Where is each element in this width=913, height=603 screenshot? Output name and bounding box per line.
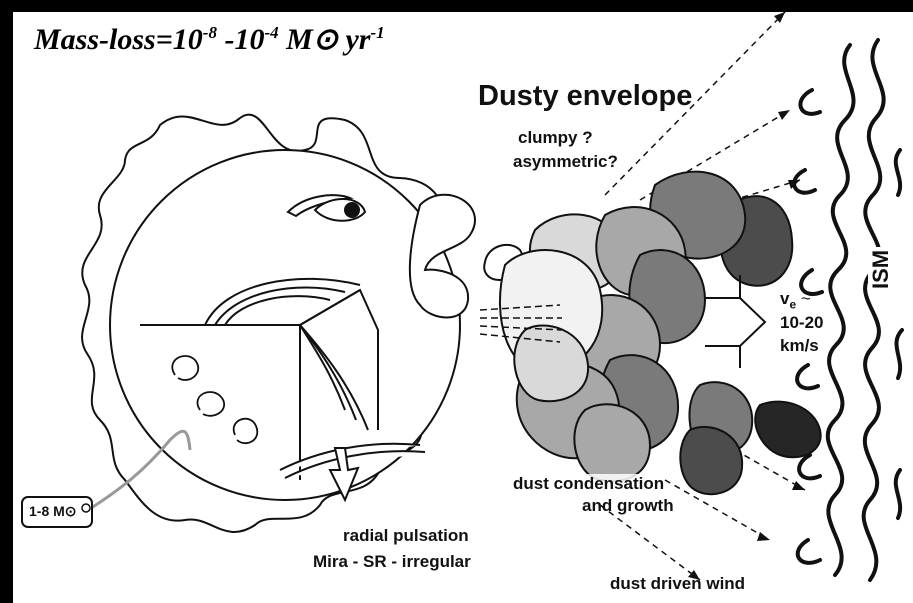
- velocity-subscript: e: [789, 297, 796, 311]
- velocity-unit-label: km/s: [780, 336, 819, 356]
- radial-pulsation-label: radial pulsation: [343, 526, 469, 546]
- mass-tag-hole: [82, 504, 90, 512]
- and-growth-label: and growth: [582, 496, 674, 516]
- dust-condensation-label: dust condensation: [513, 474, 664, 494]
- velocity-range-label: 10-20: [780, 313, 823, 333]
- mass-tag-label: 1-8 M⊙: [29, 503, 77, 519]
- velocity-approx: ~: [801, 289, 811, 308]
- asymmetric-label: asymmetric?: [513, 152, 618, 172]
- velocity-label: ve ~: [780, 289, 811, 312]
- ism-label: ISM: [868, 247, 893, 292]
- mass-loss-title: Mass-loss=10-8 -10-4 M⊙ yr-1: [34, 22, 385, 57]
- star-pupil: [344, 202, 360, 218]
- dust-driven-wind-label: dust driven wind: [610, 574, 745, 594]
- clumpy-label: clumpy ?: [518, 128, 593, 148]
- pulsation-types-label: Mira - SR - irregular: [313, 552, 471, 572]
- dusty-envelope-label: Dusty envelope: [478, 80, 692, 113]
